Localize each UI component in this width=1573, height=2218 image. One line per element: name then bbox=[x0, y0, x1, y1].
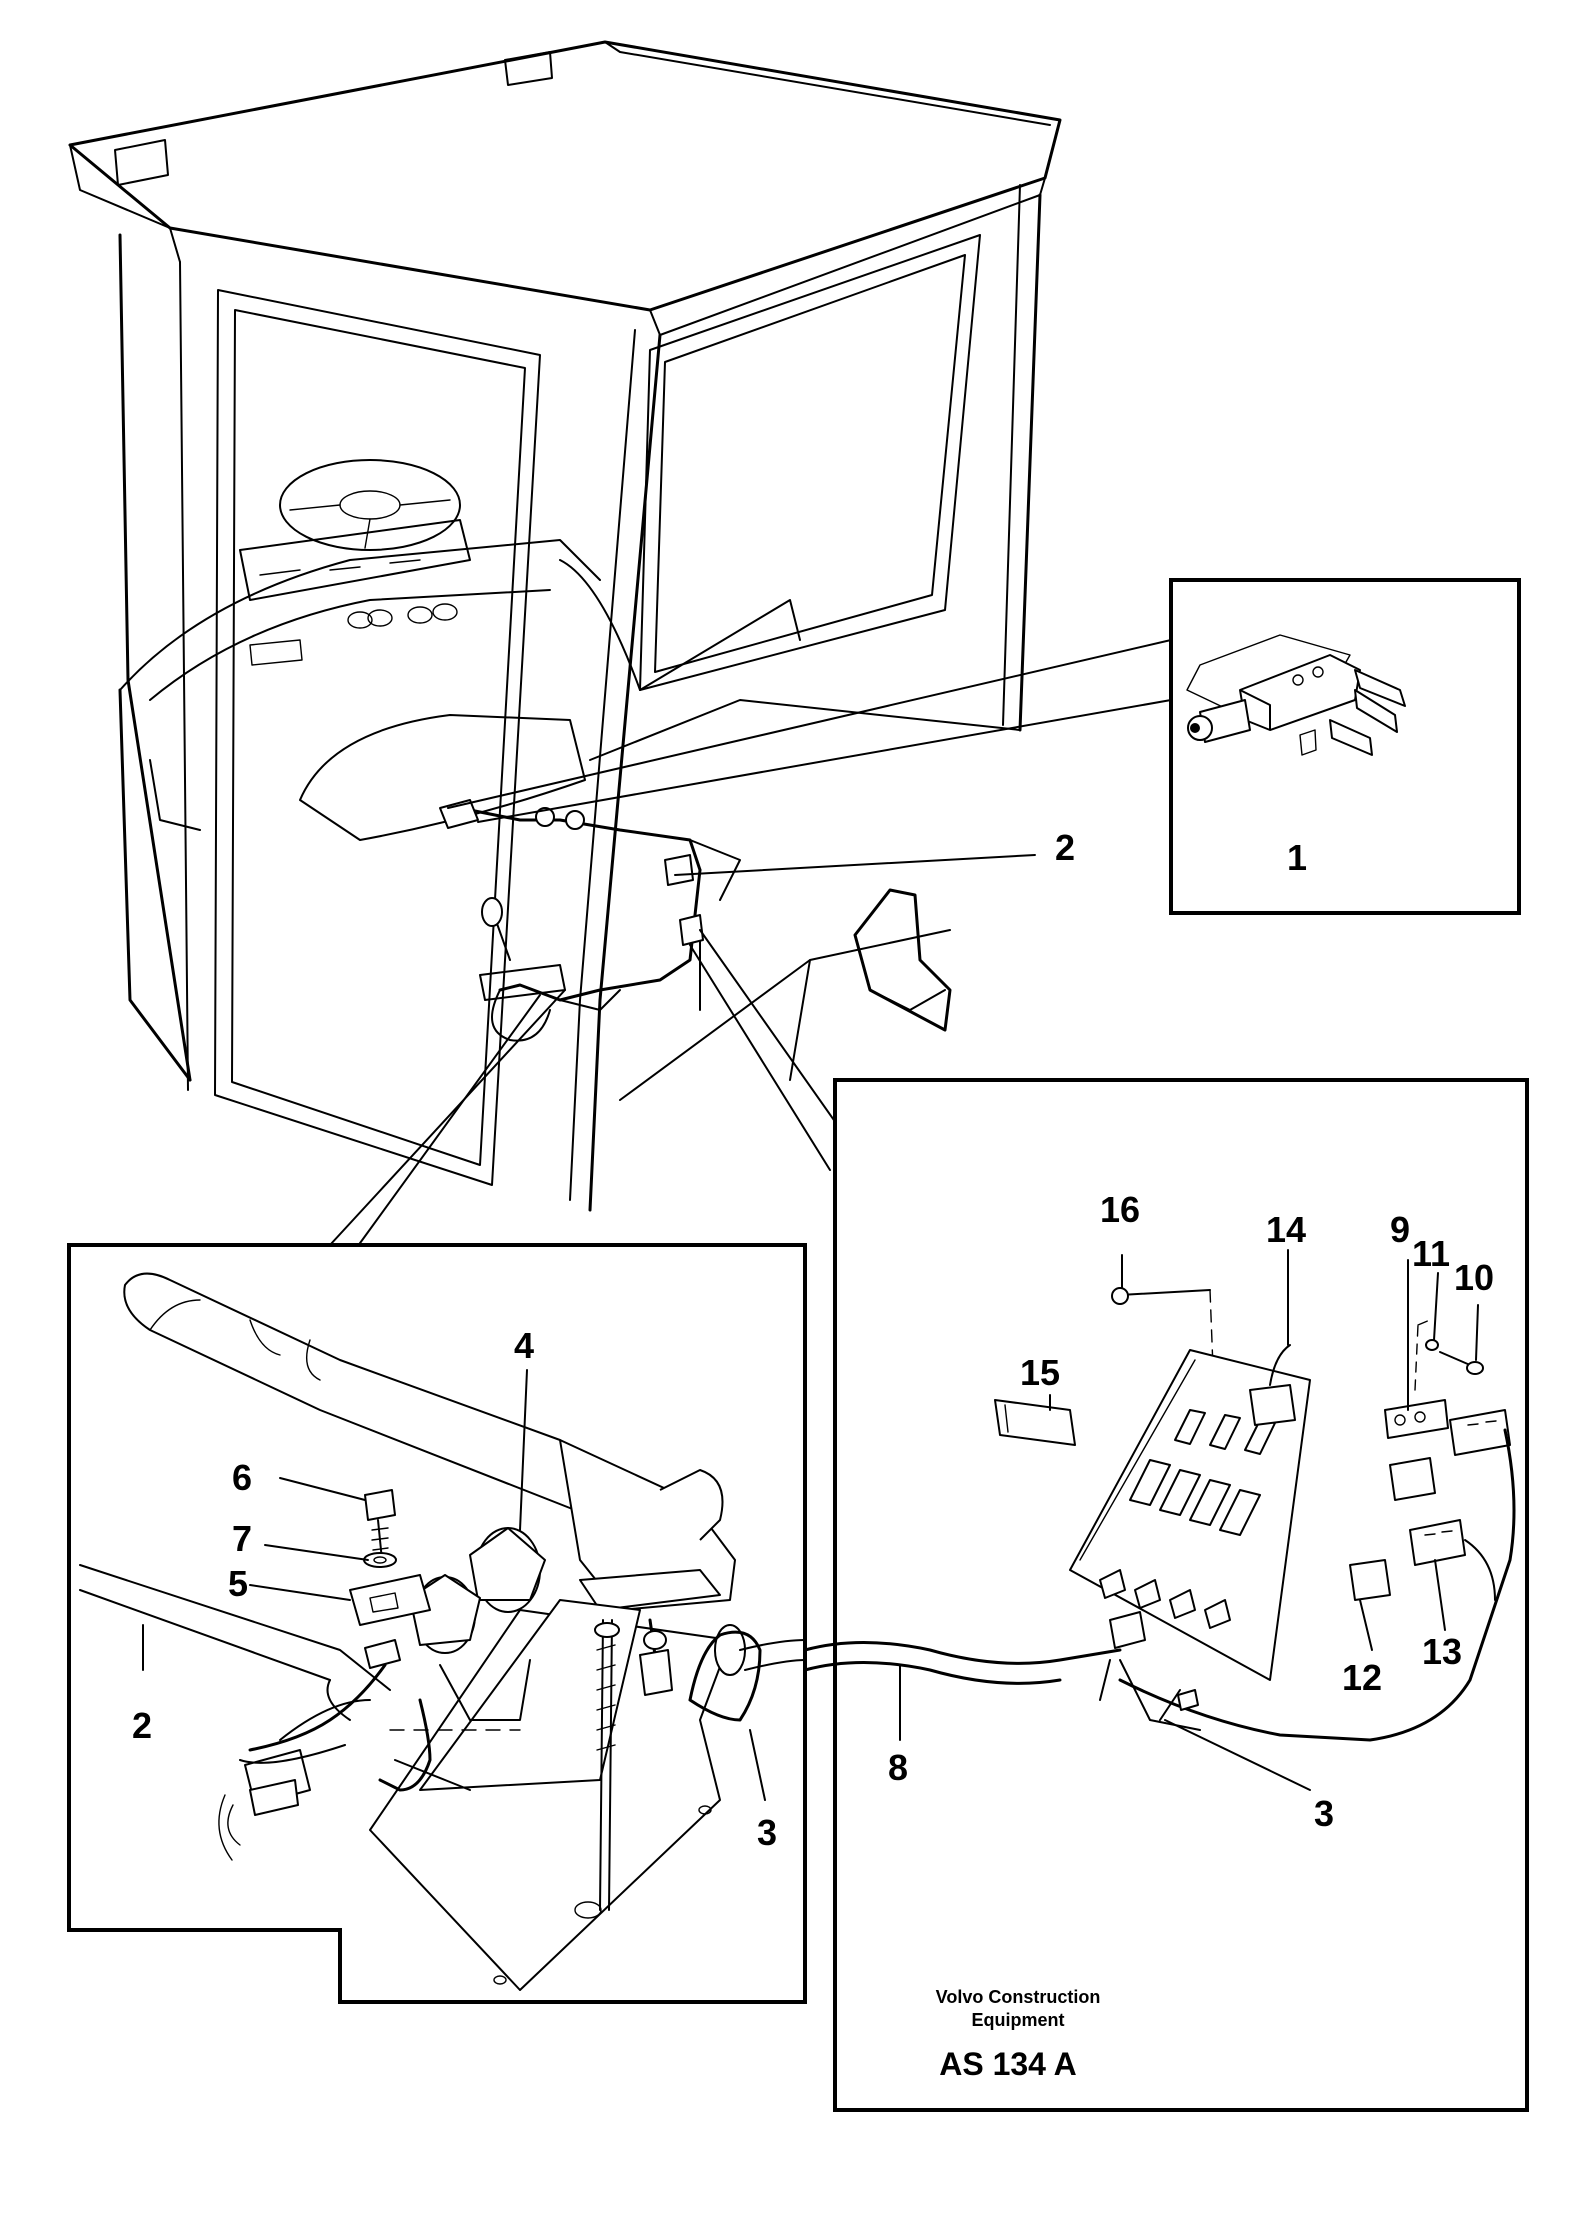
detail-switch-box bbox=[1169, 578, 1521, 915]
callout-11: 11 bbox=[1412, 1233, 1450, 1274]
callout-12: 12 bbox=[1342, 1657, 1382, 1698]
callout-1: 1 bbox=[1287, 837, 1307, 878]
callout-4: 4 bbox=[514, 1325, 534, 1366]
callout-15: 15 bbox=[1020, 1352, 1060, 1393]
callout-3-left: 3 bbox=[757, 1812, 777, 1853]
callout-13: 13 bbox=[1422, 1631, 1462, 1672]
callout-labels: 1 2 2 3 3 4 5 6 7 8 9 10 11 12 13 14 15 … bbox=[132, 827, 1494, 1853]
callout-2-top: 2 bbox=[1055, 827, 1075, 868]
callout-5: 5 bbox=[228, 1563, 248, 1604]
caption-code: AS 134 A bbox=[939, 2046, 1077, 2082]
callout-16: 16 bbox=[1100, 1189, 1140, 1230]
leader-lines bbox=[329, 639, 1172, 1251]
cab-illustration bbox=[68, 40, 1062, 1212]
callout-8: 8 bbox=[888, 1747, 908, 1788]
detail-handbrake-box bbox=[67, 1243, 807, 2004]
callout-3-right: 3 bbox=[1314, 1793, 1334, 1834]
callout-10: 10 bbox=[1454, 1257, 1494, 1298]
detail-board-box bbox=[803, 1078, 1529, 2112]
callout-14: 14 bbox=[1266, 1209, 1306, 1250]
callout-9: 9 bbox=[1390, 1209, 1410, 1250]
caption-company-line1: Volvo Construction bbox=[936, 1987, 1101, 2007]
callout-7: 7 bbox=[232, 1518, 252, 1559]
callout-2-left: 2 bbox=[132, 1705, 152, 1746]
caption-block: Volvo Construction Equipment AS 134 A bbox=[936, 1987, 1101, 2082]
caption-company-line2: Equipment bbox=[972, 2010, 1065, 2030]
callout-6: 6 bbox=[232, 1457, 252, 1498]
